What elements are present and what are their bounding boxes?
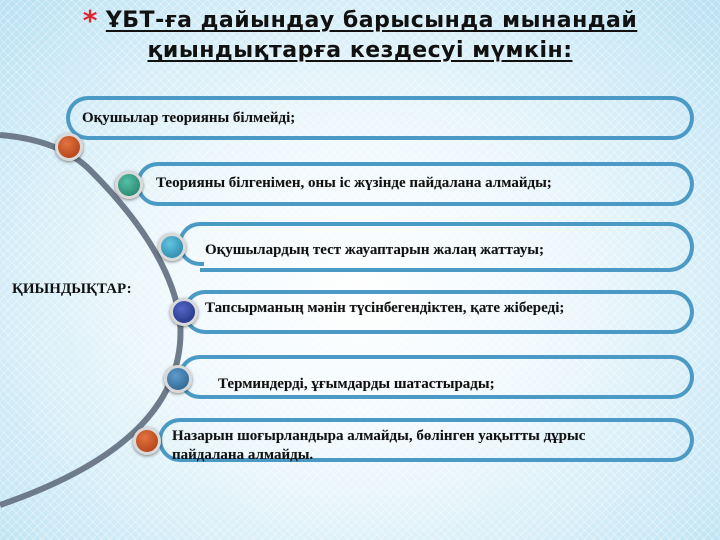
difficulty-text-5: Терминдерді, ұғымдарды шатастырады; xyxy=(218,376,495,392)
difficulty-text-2: Теорияны білгенімен, оны іс жүзінде пайд… xyxy=(156,175,552,191)
difficulty-text-6-line-1: Назарын шоғырландыра алмайды, бөлінген у… xyxy=(172,428,586,444)
marker-steel-blue-icon xyxy=(164,365,192,393)
difficulties-label: ҚИЫНДЫҚТАР: xyxy=(12,281,132,297)
marker-teal-icon xyxy=(115,171,143,199)
difficulty-text-1: Оқушылар теорияны білмейді; xyxy=(82,110,296,126)
title-line-1: *ҰБТ-ға дайындау барысында мынандай xyxy=(82,4,638,37)
marker-orange-icon xyxy=(133,427,161,455)
slide-title: *ҰБТ-ға дайындау барысында мынандай қиын… xyxy=(0,6,720,66)
title-line-2: қиындықтарға кездесуі мүмкін: xyxy=(147,38,573,63)
difficulty-text-6-line-2: пайдалана алмайды. xyxy=(172,447,314,463)
marker-cyan-icon xyxy=(158,233,186,261)
difficulty-text-4: Тапсырманың мәнін түсінбегендіктен, қате… xyxy=(205,300,565,316)
asterisk-bullet-icon: * xyxy=(82,4,98,37)
marker-navy-icon xyxy=(170,298,198,326)
difficulty-text-3: Оқушылардың тест жауаптарын жалаң жаттау… xyxy=(205,242,544,258)
marker-orange-icon xyxy=(55,133,83,161)
